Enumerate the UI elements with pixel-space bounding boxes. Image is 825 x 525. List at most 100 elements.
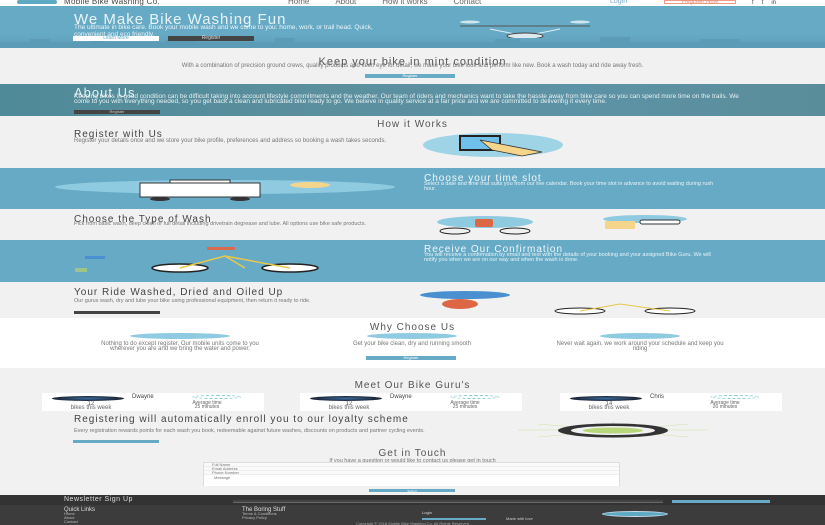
copyright: Copyright © 2018 Mobile Bike Washing Co.… [356,521,469,525]
washed-bike-illustration [420,291,696,315]
step-choose-wash: Choose the Type of Wash Pick from basic … [0,209,825,240]
top-nav: Mobile Bike Washing Co. Home About How i… [0,0,825,6]
step-title: Choose your time slot [424,173,542,184]
learn-more-button[interactable]: Learn More [73,36,159,41]
step-title: Your Ride Washed, Dried and Oiled Up [74,287,284,298]
message-field[interactable] [204,475,619,486]
footer-link-contact[interactable]: Contact [64,519,78,524]
login-link[interactable]: Login [610,0,628,5]
footer-link-home[interactable]: Home [64,511,75,516]
drone-illustration [460,20,590,38]
van-icon [130,333,230,339]
nav-link-about[interactable]: About [335,0,357,6]
newsletter-email-input[interactable] [233,500,663,503]
keep-register-button[interactable]: Register [365,74,455,78]
contact-form [203,462,620,486]
clock-bike-icon [600,333,680,339]
submit-button[interactable]: Submit [369,489,455,493]
nav-link-how-it-works[interactable]: How it works [382,0,428,6]
footer-link-about[interactable]: About [64,515,75,520]
why-column: Never wait again, we work around your sc… [550,333,730,352]
rating-ring [710,395,760,399]
linkedin-icon[interactable]: in [771,0,777,6]
guru-photo [52,396,124,401]
hero-title: We Make Bike Washing Fun [74,11,287,28]
footer-login-button[interactable] [422,518,486,520]
tablet-hand-illustration [423,133,563,157]
phone-field[interactable] [204,471,619,475]
twitter-icon[interactable]: t [761,0,764,6]
why-choose-us-section: Why Choose Us Nothing to do except regis… [0,318,825,368]
footer: Newsletter Sign Up Quick Links Home Abou… [0,495,825,525]
gurus-title: Meet Our Bike Guru's [354,380,471,391]
nav-links: Home About How it works Contact [288,0,482,6]
why-column: Get your bike clean, dry and running smo… [322,333,502,347]
step-text: Register your details once and we store … [74,138,387,144]
keep-bike-section: Keep your bike in mint condition With a … [0,48,825,84]
footer-link-privacy[interactable]: Privacy Policy [242,515,267,520]
step-washed: Your Ride Washed, Dried and Oiled Up Our… [0,282,825,318]
guru-name: Chris [650,394,665,400]
loyalty-section: Registering will automatically enroll yo… [0,412,825,448]
why-text: Never wait again, we work around your sc… [556,341,724,352]
keep-text: With a combination of precision ground c… [181,63,644,69]
email-field[interactable] [204,467,619,471]
hero-register-button[interactable]: Register [168,36,254,41]
bike-icon [367,333,457,339]
keep-title: Keep your bike in mint condition [318,56,507,68]
name-field[interactable] [204,463,619,467]
hero-text: The ultimate in bike care. Book your mob… [74,24,373,38]
register-button[interactable]: Register Now [664,0,736,5]
why-title: Why Choose Us [369,322,456,333]
contact-section: Get in Touch If you have a question or w… [0,448,825,495]
step-confirmation: Receive Our Confirmation You will receiv… [0,240,825,282]
why-column: Nothing to do except register. Our mobil… [90,333,270,352]
nav-link-contact[interactable]: Contact [453,0,482,6]
rating-ring [450,395,500,399]
footer-logo[interactable] [602,511,668,517]
boring-stuff: The Boring Stuff Terms & Conditions Priv… [242,507,285,520]
how-it-works-section: How it Works Register with Us Register y… [0,116,825,168]
about-text: Keeping bikes in good condition can be d… [74,93,739,105]
logo[interactable] [17,0,57,4]
how-title: How it Works [377,119,448,130]
newsletter-label: Newsletter Sign Up [64,496,133,503]
footer-login: Login [422,510,486,520]
step-text: Our gurus wash, dry and lube your bike u… [74,298,311,304]
about-register-button[interactable]: Register [74,110,160,114]
wash-type-illustrations [437,215,687,235]
bike-illustration [75,247,319,273]
step-register-button[interactable] [74,311,160,314]
nav-link-home[interactable]: Home [288,0,310,6]
loyalty-register-button[interactable] [73,440,159,443]
contact-subtitle: If you have a question or would like to … [329,458,496,464]
guru-name: Dwayne [132,394,154,400]
step-title: Register with Us [74,129,163,140]
footer-login-label: Login [422,510,432,515]
why-register-button[interactable]: Register [366,356,456,360]
why-text: Nothing to do except register. Our mobil… [101,341,259,352]
loyalty-title: Registering will automatically enroll yo… [74,414,409,425]
footer-link-terms[interactable]: Terms & Conditions [242,511,277,516]
brand-name[interactable]: Mobile Bike Washing Co. [64,0,160,6]
why-text: Get your bike clean, dry and running smo… [352,341,472,347]
social-links: f t in [752,0,776,6]
rating-ring [192,395,242,399]
subscribe-button[interactable] [672,500,770,503]
quick-links: Quick Links Home About Contact [64,507,95,524]
footer-credit: Made with love [506,516,533,521]
about-section: About Us Keeping bikes in good condition… [0,84,825,116]
facebook-icon[interactable]: f [752,0,754,6]
guru-photo [570,396,642,401]
